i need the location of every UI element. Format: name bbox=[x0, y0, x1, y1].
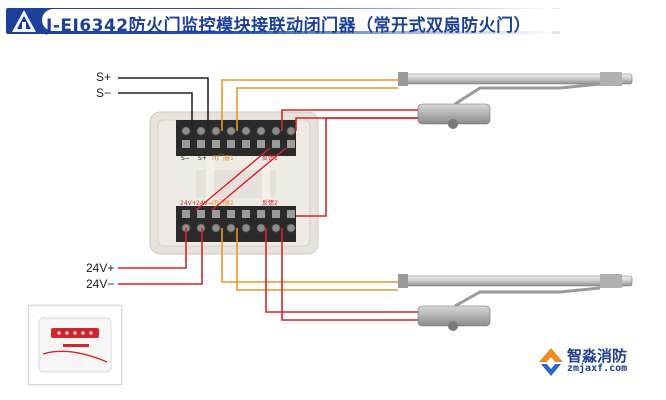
brand-url: zmjaxf.com bbox=[567, 363, 628, 374]
product-thumbnail bbox=[28, 305, 122, 385]
label-s-plus: S+ bbox=[96, 70, 112, 84]
terminal-label-24v-plus: 24V+ bbox=[180, 200, 197, 207]
title-text-background bbox=[42, 9, 560, 31]
terminal-label-s-plus: S+ bbox=[198, 155, 207, 162]
label-24v-minus: 24V− bbox=[86, 277, 115, 291]
jumper-wires bbox=[195, 147, 287, 211]
bottom-terminal-block bbox=[176, 206, 296, 242]
door-closer-icon bbox=[398, 72, 633, 129]
terminal-label-closer2: 闭门器2 bbox=[212, 199, 234, 207]
page-title: J-EI6342防火门监控模块接联动闭门器（常开式双扇防火门） bbox=[46, 16, 532, 36]
terminal-label-feedback2: 反馈2 bbox=[262, 199, 278, 207]
door-closer-icon bbox=[398, 274, 633, 331]
company-logo-icon bbox=[12, 10, 36, 32]
label-s-minus: S− bbox=[96, 86, 112, 100]
closer1-control-wires bbox=[221, 79, 398, 131]
top-terminal-block bbox=[176, 120, 296, 156]
power-wires bbox=[118, 228, 203, 285]
terminal-label-closer1: 闭门器1 bbox=[212, 154, 234, 162]
brand-name: 智淼消防 bbox=[567, 347, 628, 365]
brand-logo: 智淼消防 zmjaxf.com bbox=[537, 344, 661, 378]
terminal-label-s-minus: S− bbox=[181, 155, 190, 162]
brand-logo-icon bbox=[539, 348, 563, 376]
closer2-control-wires bbox=[221, 228, 398, 291]
return-wires bbox=[296, 117, 418, 217]
label-24v-plus: 24V+ bbox=[86, 261, 115, 275]
closer2-feedback-wires bbox=[265, 228, 418, 321]
monitor-module-icon bbox=[38, 317, 112, 373]
terminal-label-feedback1: 反馈1 bbox=[262, 154, 278, 162]
bus-wires bbox=[118, 77, 209, 131]
title-bar: J-EI6342防火门监控模块接联动闭门器（常开式双扇防火门） bbox=[0, 0, 666, 40]
